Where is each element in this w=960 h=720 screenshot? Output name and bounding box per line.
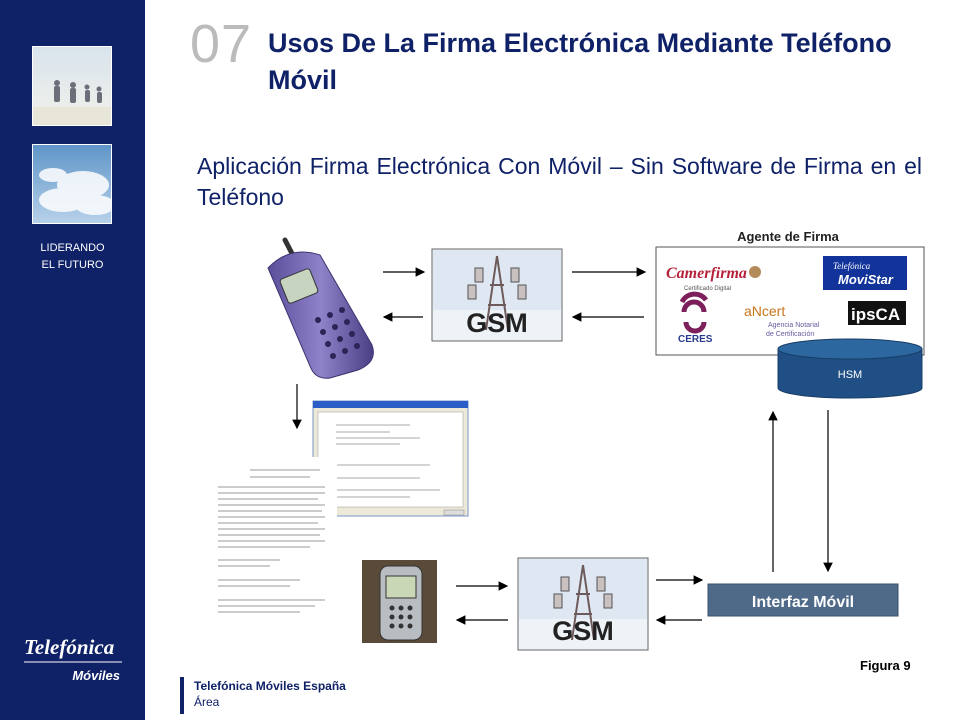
ceres-logo-icon [679, 291, 709, 334]
tagline-line-2: EL FUTURO [41, 259, 104, 271]
people-running-photo [32, 46, 112, 126]
telefonica-moviles-logo: Telefónica Móviles [24, 635, 122, 683]
ancert-sub-2: de Certificación [766, 331, 814, 338]
camerfirma-logo: Camerfirma [666, 265, 747, 282]
footer-company: Telefónica Móviles España [194, 679, 346, 693]
ceres-label: CERES [678, 334, 713, 345]
slide-subtitle: Aplicación Firma Electrónica Con Móvil –… [197, 153, 922, 210]
camerfirma-seal-icon [749, 266, 761, 278]
movistar-name: MoviStar [838, 272, 894, 287]
footer-divider [180, 677, 184, 714]
figure-caption: Figura 9 [860, 658, 911, 673]
ancert-logo: aNcert [744, 303, 785, 319]
signature-flow-diagram: GSM Agente de Firma Camerfirma Certifica… [212, 229, 925, 651]
gsm-tower-bottom [517, 557, 649, 651]
tagline: LIDERANDO EL FUTURO [0, 240, 145, 274]
ipsca-label: ipsCA [851, 305, 900, 324]
movistar-brand: Telefónica [833, 261, 871, 271]
ipsca-logo: ipsCA [848, 301, 906, 325]
ancert-sub-1: Agencia Notarial [768, 322, 820, 329]
certificate-dialog-image [312, 400, 469, 517]
footer-area: Área [194, 695, 220, 709]
interfaz-movil-box [707, 583, 899, 617]
sidebar: LIDERANDO EL FUTURO Telefónica Móviles [0, 0, 145, 720]
camerfirma-sub: Certificado Digital [684, 286, 731, 292]
mobile-phone-icon [267, 237, 374, 379]
gsm-tower-top [431, 248, 563, 342]
slide-number: 07 [190, 14, 253, 74]
hsm-label: HSM [838, 369, 862, 381]
svg-text:Telefónica: Telefónica [24, 635, 114, 659]
nokia-phone-photo [362, 560, 437, 643]
svg-text:Móviles: Móviles [72, 668, 120, 683]
slide-title: Usos De La Firma Electrónica Mediante Te… [268, 28, 892, 95]
signed-document-image [212, 457, 337, 632]
gsm-top-label: GSM [466, 308, 528, 338]
movistar-logo: Telefónica MoviStar [823, 256, 907, 290]
gsm-bottom-label: GSM [552, 616, 614, 646]
interfaz-movil-label: Interfaz Móvil [752, 594, 854, 611]
hsm-cylinder [777, 338, 923, 399]
agent-title: Agente de Firma [737, 229, 840, 244]
clouds-photo [32, 144, 112, 224]
tagline-line-1: LIDERANDO [40, 242, 105, 254]
